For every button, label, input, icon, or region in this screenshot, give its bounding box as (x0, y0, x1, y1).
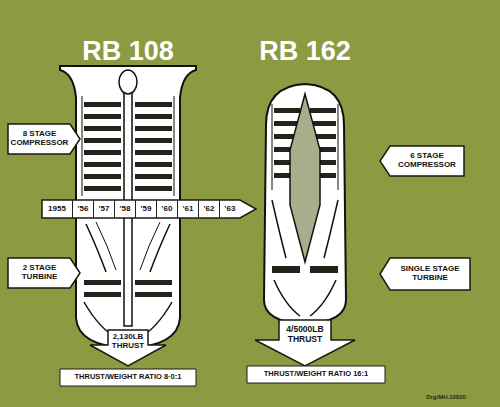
callout-box-outline (380, 258, 470, 290)
ratio-box: THRUST/WEIGHT RATIO 8·0:1 (60, 369, 196, 386)
thrust-arrow-outline (90, 330, 166, 366)
node-text: 2 STAGE TURBINE (11, 264, 68, 282)
node-text-area: THRUST/WEIGHT RATIO 16:1 (247, 366, 385, 383)
rb162-engine (264, 84, 346, 324)
year-label: '61 (177, 200, 198, 218)
node-text-area: SINGLE STAGE TURBINE (380, 258, 470, 290)
node-text: THRUST/WEIGHT RATIO 8·0:1 (75, 373, 182, 381)
timeline-band-outline (42, 200, 256, 218)
callout-box-outline (8, 124, 80, 154)
thrust-arrow: 2,130LB THRUST (90, 330, 166, 366)
node-text-area: 1955'56'57'58'59'60'61'62'63 (42, 200, 256, 218)
ratio-box-outline (247, 366, 385, 383)
node-text: 8 STAGE COMPRESSOR (11, 130, 69, 148)
callout-box-outline (380, 146, 464, 176)
year-label: 1955 (42, 200, 72, 218)
year-label: '57 (93, 200, 114, 218)
node-text-area: THRUST/WEIGHT RATIO 8·0:1 (60, 369, 196, 386)
node-text: 2,130LB THRUST (108, 333, 148, 351)
year-label: '56 (72, 200, 93, 218)
timeline-band: 1955'56'57'58'59'60'61'62'63 (42, 200, 256, 218)
engine-title: RB 162 (259, 36, 351, 67)
year-label: '62 (198, 200, 219, 218)
node-text: 4/5000LB THRUST (279, 325, 331, 344)
year-label: '59 (135, 200, 156, 218)
callout-box: SINGLE STAGE TURBINE (380, 258, 470, 290)
ratio-box-outline (60, 369, 196, 386)
node-text-area: 2,130LB THRUST (90, 330, 166, 366)
ratio-box: THRUST/WEIGHT RATIO 16:1 (247, 366, 385, 383)
callout-box: 2 STAGE TURBINE (8, 258, 80, 288)
node-text: THRUST/WEIGHT RATIO 16:1 (264, 370, 368, 378)
thrust-arrow: 4/5000LB THRUST (255, 320, 355, 366)
node-text-area: 8 STAGE COMPRESSOR (8, 124, 80, 154)
node-text: 6 STAGE COMPRESSOR (393, 152, 461, 170)
drawing-number: Drg/MH.10820 (426, 394, 466, 400)
node-text: SINGLE STAGE TURBINE (393, 265, 467, 283)
year-label: '60 (156, 200, 177, 218)
year-label: '58 (114, 200, 135, 218)
callout-box: 8 STAGE COMPRESSOR (8, 124, 80, 154)
node-text-area: 4/5000LB THRUST (255, 320, 355, 366)
callout-box: 6 STAGE COMPRESSOR (380, 146, 464, 176)
thrust-arrow-outline (255, 320, 355, 366)
node-text-area: 6 STAGE COMPRESSOR (380, 146, 464, 176)
node-text-area: 2 STAGE TURBINE (8, 258, 80, 288)
year-label: '63 (219, 200, 240, 218)
engine-title: RB 108 (82, 36, 174, 67)
callout-box-outline (8, 258, 80, 288)
